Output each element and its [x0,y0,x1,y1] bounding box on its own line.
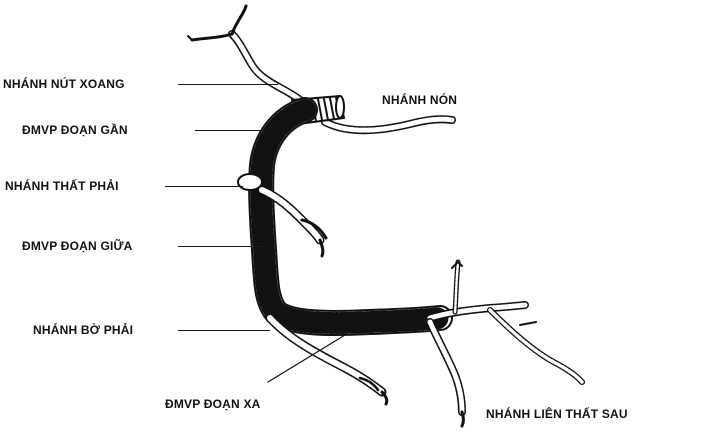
sinus-node-branch-vessel [187,4,304,104]
leader-rv-branch [165,186,243,187]
label-mid-segment: ĐMVP ĐOẠN GIỮA [22,239,133,253]
rv-branch-vessel [237,173,328,258]
label-distal-segment: ĐMVP ĐOẠN XA [165,397,261,411]
label-proximal-segment: ĐMVP ĐOẠN GẦN [22,123,128,137]
distal-branches [426,259,585,385]
leader-mid [178,246,264,247]
label-sinus-node-branch: NHÁNH NÚT XOANG [3,77,125,91]
leader-proximal [195,130,265,131]
distal-segment-pointer [267,334,346,383]
label-posterior-descending-branch: NHÁNH LIÊN THẤT SAU [486,407,628,421]
posterior-descending-vessel [426,318,466,428]
cone-branch-vessel [321,115,456,135]
label-cone-branch: NHÁNH NÓN [382,93,458,107]
leader-marginal [178,330,270,331]
label-rv-branch: NHÁNH THẤT PHẢI [5,179,119,193]
main-trunk-vessel [248,97,453,336]
label-acute-marginal-branch: NHÁNH BỜ PHẢI [33,323,134,337]
acute-marginal-vessel [265,313,389,406]
leader-sinus-node [178,84,278,85]
